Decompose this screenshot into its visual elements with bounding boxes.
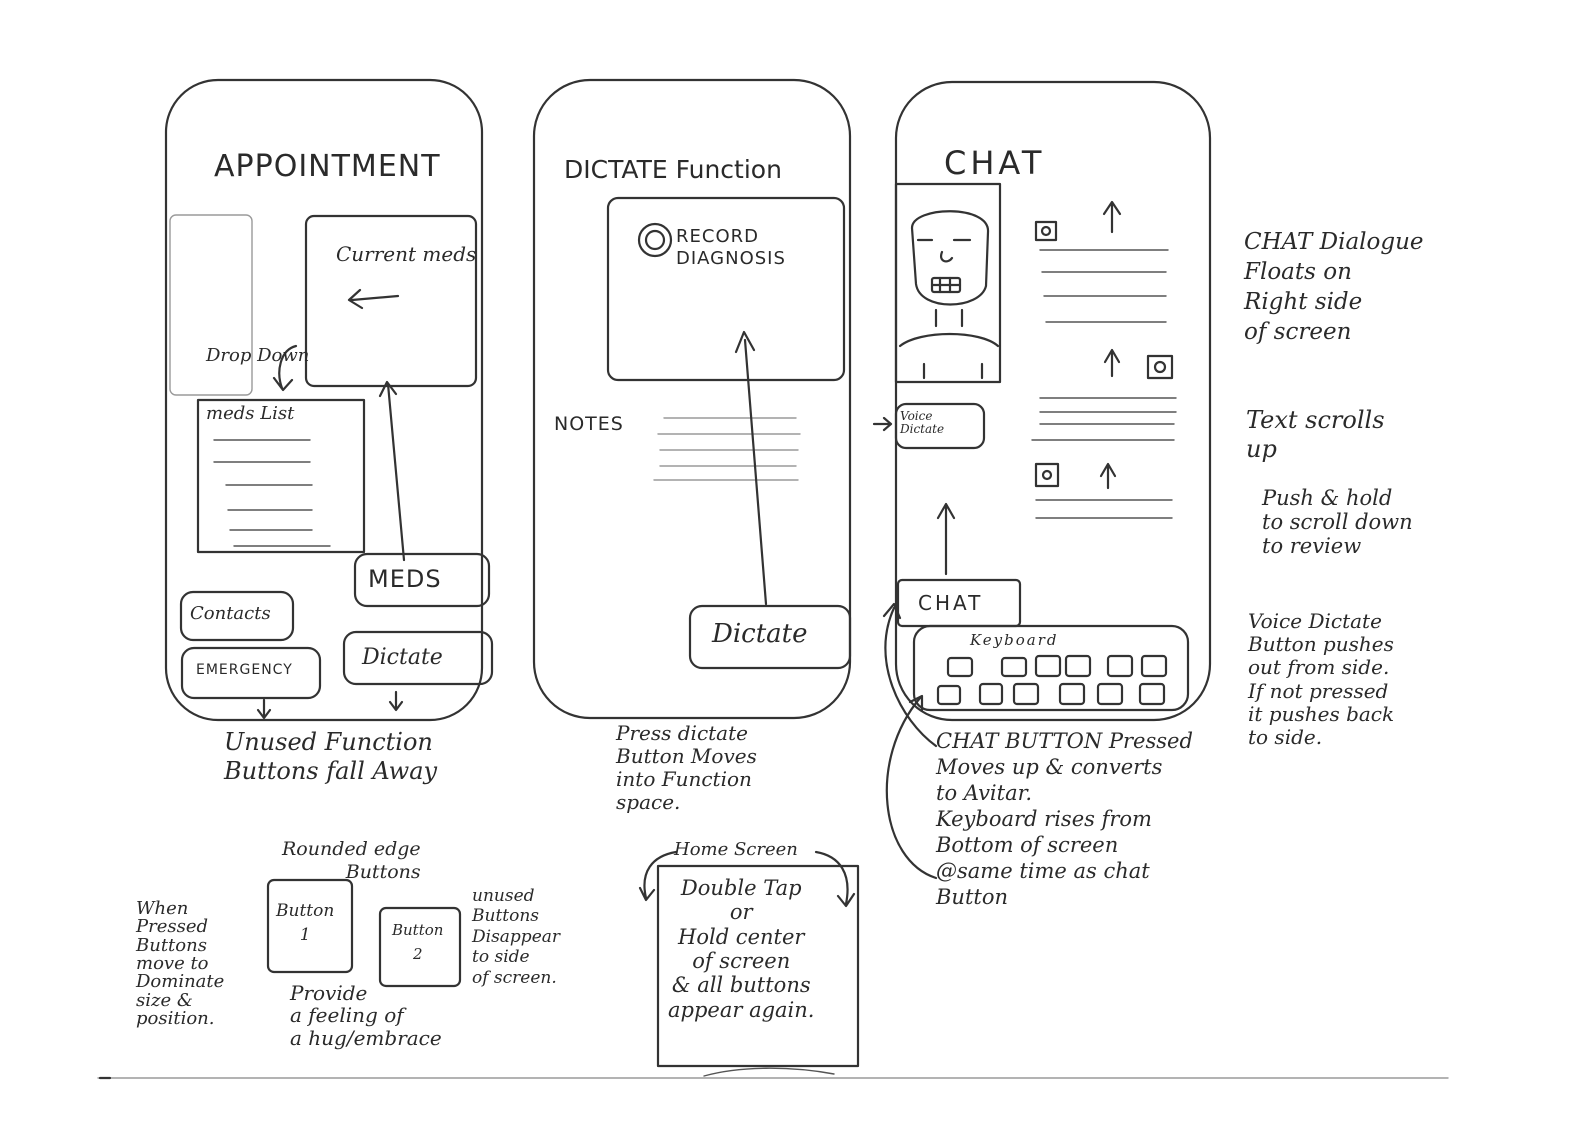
chat-dialogue-note: CHAT Dialogue Floats on Right side of sc… bbox=[1244, 229, 1424, 345]
chat-button-label: CHAT bbox=[918, 591, 984, 615]
bottom-stroke bbox=[703, 1067, 835, 1077]
button-1-label: Button 1 bbox=[276, 901, 335, 945]
dictate-button-screen2[interactable] bbox=[688, 604, 852, 670]
phone-frame-chat bbox=[894, 80, 1212, 722]
phone-frame-appointment bbox=[164, 78, 484, 722]
rounded-edge-note: Rounded edge Buttons bbox=[282, 838, 421, 884]
caption-pointer bbox=[885, 694, 938, 880]
button-2-sketch[interactable] bbox=[378, 906, 462, 988]
voice-dictate-label: Voice Dictate bbox=[900, 409, 945, 436]
when-pressed-note: When Pressed Buttons move to Dominate si… bbox=[136, 898, 225, 1030]
keyboard[interactable] bbox=[912, 624, 1190, 712]
keyboard-label: Keyboard bbox=[970, 631, 1059, 649]
button-2-label: Button 2 bbox=[392, 921, 444, 963]
message-icon-dot bbox=[1041, 469, 1053, 481]
faint-panel bbox=[169, 214, 253, 396]
chat-caption: CHAT BUTTON Pressed Moves up & converts … bbox=[936, 729, 1193, 910]
dictate-up-arrow bbox=[734, 330, 768, 606]
appointment-caption: Unused Function Buttons fall Away bbox=[224, 728, 438, 785]
scroll-up-arrow bbox=[1102, 200, 1122, 234]
caption-pointer bbox=[882, 602, 938, 748]
current-meds-arrow bbox=[347, 288, 400, 310]
avatar bbox=[898, 210, 1000, 380]
dictate-button-screen1[interactable] bbox=[342, 630, 494, 686]
text-scrolls-note: Text scrolls up bbox=[1246, 406, 1385, 463]
unused-buttons-note: unused Buttons Disappear to side of scre… bbox=[472, 886, 561, 988]
double-tap-note: Double Tap or Hold center of screen & al… bbox=[668, 876, 815, 1022]
emergency-button-label: EMERGENCY bbox=[196, 662, 293, 678]
scroll-up-arrow bbox=[1099, 462, 1117, 490]
message-icon bbox=[1034, 220, 1058, 242]
current-meds-label: Current meds bbox=[336, 242, 477, 266]
meds-to-current-arrow bbox=[378, 380, 406, 562]
emergency-button[interactable] bbox=[180, 646, 322, 700]
record-icon[interactable] bbox=[637, 222, 673, 258]
contacts-button-label: Contacts bbox=[190, 603, 271, 624]
dictate-function-title: DICTATE Function bbox=[564, 155, 782, 184]
message-icon bbox=[1146, 354, 1174, 380]
dictate-button-label-screen2: Dictate bbox=[712, 619, 808, 649]
drop-down-arrow bbox=[272, 344, 298, 392]
message-icon bbox=[1034, 462, 1060, 488]
voice-dictate-arrow bbox=[872, 416, 893, 432]
scroll-up-arrow bbox=[1103, 348, 1121, 378]
notes-label: NOTES bbox=[554, 413, 624, 435]
contacts-button[interactable] bbox=[179, 590, 295, 642]
chat-title: CHAT bbox=[944, 144, 1046, 182]
button-1-sketch[interactable] bbox=[266, 878, 354, 974]
provide-hug-note: Provide a feeling of a hug/embrace bbox=[290, 981, 442, 1050]
keyboard-keys bbox=[936, 654, 1168, 706]
meds-button-label: MEDS bbox=[368, 565, 442, 593]
drop-down-label: Drop Down bbox=[206, 345, 310, 366]
fall-away-arrow bbox=[388, 690, 404, 712]
record-icon-inner bbox=[644, 229, 666, 251]
record-panel bbox=[606, 196, 846, 382]
avatar-frame bbox=[894, 182, 1002, 384]
voice-dictate-note: Voice Dictate Button pushes out from sid… bbox=[1248, 609, 1395, 749]
push-hold-note: Push & hold to scroll down to review bbox=[1262, 486, 1413, 559]
message-icon-dot bbox=[1153, 360, 1167, 374]
meds-list-label: meds List bbox=[206, 403, 295, 424]
appointment-title: APPOINTMENT bbox=[214, 149, 441, 184]
dictate-button-label: Dictate bbox=[362, 645, 443, 670]
voice-dictate-button[interactable] bbox=[894, 402, 986, 450]
chat-up-arrow bbox=[936, 502, 956, 576]
home-screen-arrow bbox=[814, 850, 856, 908]
fall-away-arrow bbox=[256, 698, 272, 720]
message-icon-dot bbox=[1040, 225, 1052, 237]
home-screen-box bbox=[656, 864, 860, 1068]
phone-frame-dictate bbox=[532, 78, 852, 720]
meds-button[interactable] bbox=[353, 552, 491, 608]
dictate-caption: Press dictate Button Moves into Function… bbox=[616, 721, 757, 814]
home-screen-label: Home Screen bbox=[674, 839, 798, 860]
meds-list-panel bbox=[196, 398, 366, 554]
home-screen-arrow bbox=[638, 850, 678, 902]
record-diagnosis-label: RECORD DIAGNOSIS bbox=[676, 226, 786, 269]
